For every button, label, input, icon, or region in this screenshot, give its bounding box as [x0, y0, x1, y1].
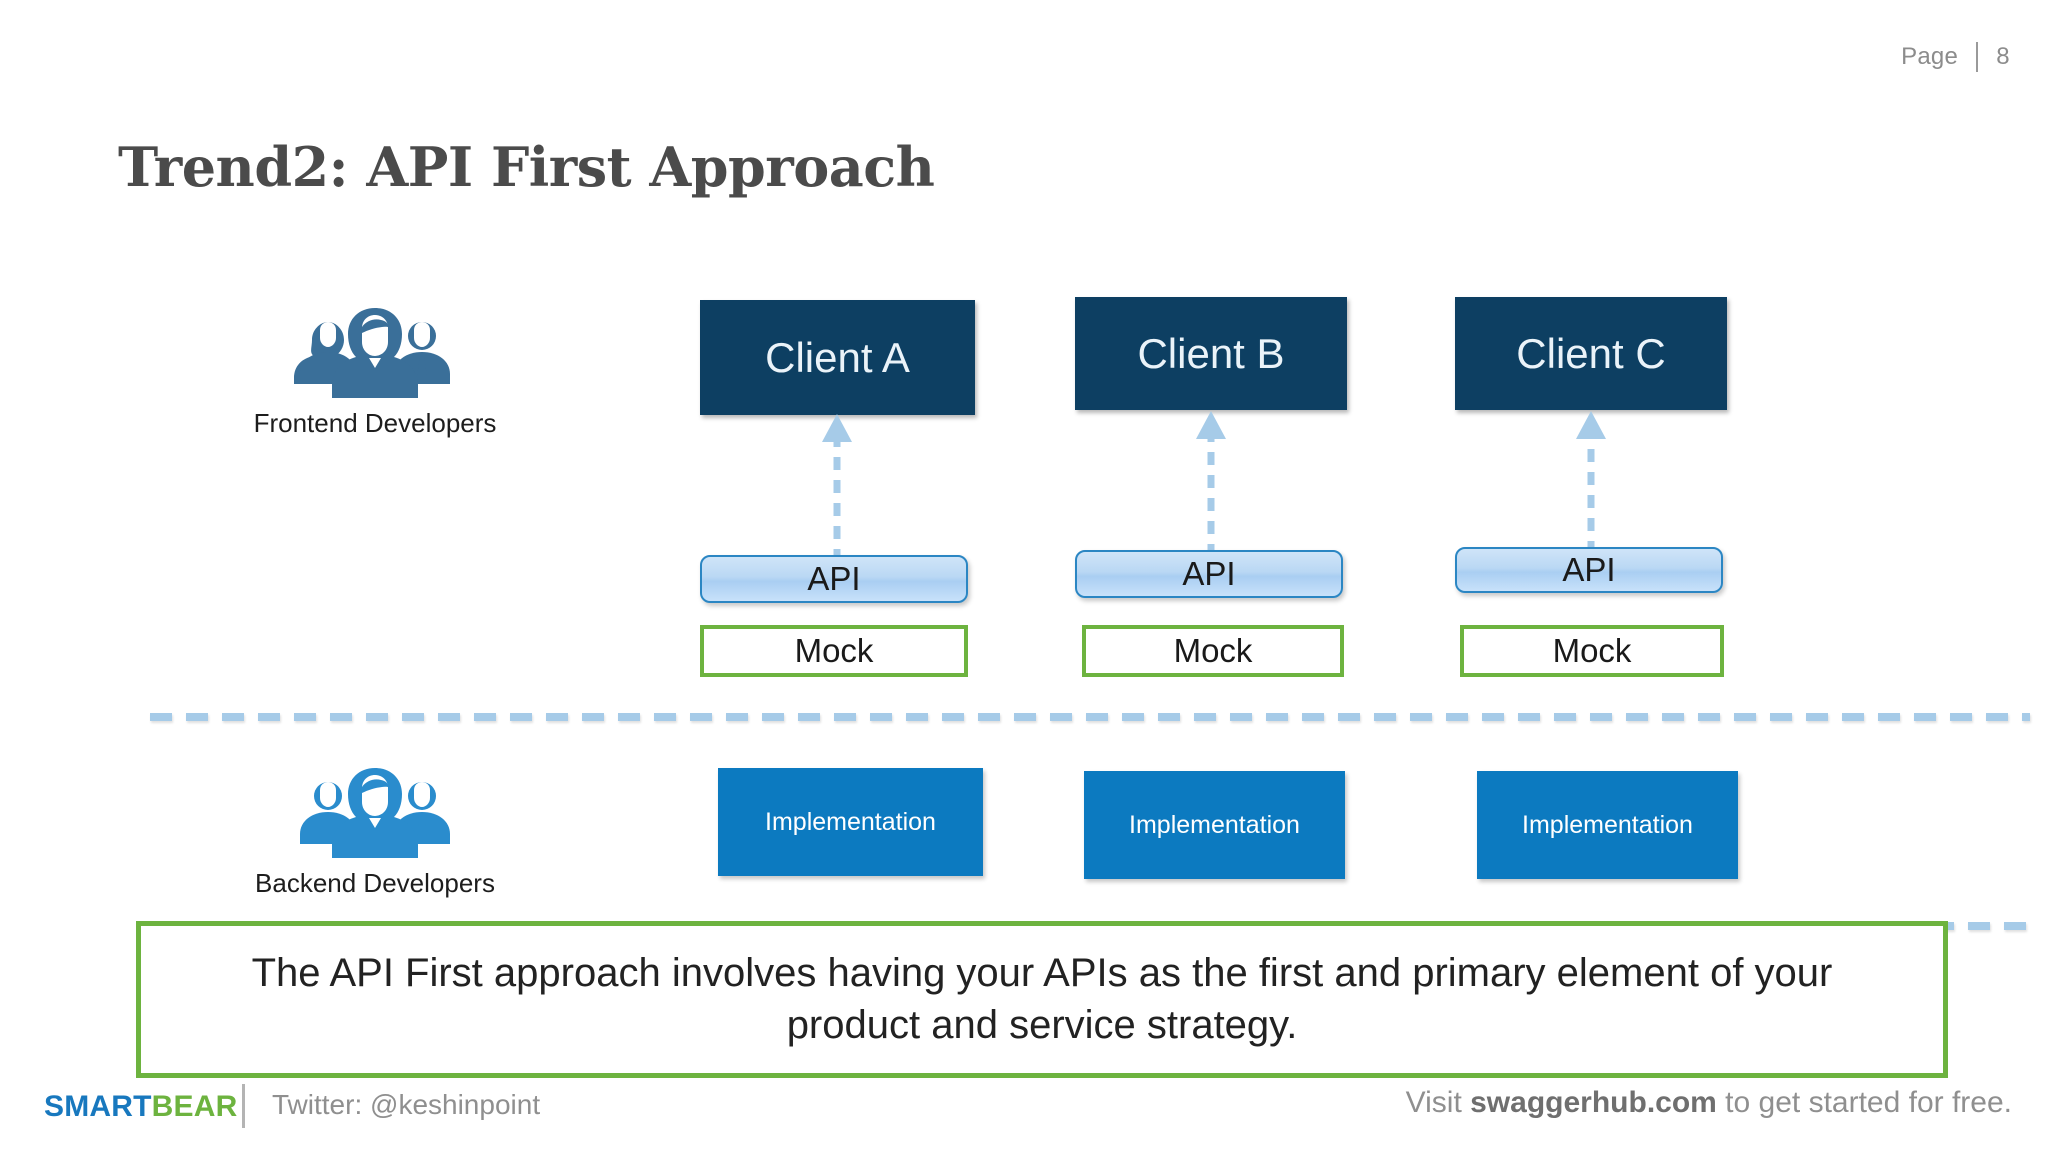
brand-smart: SMART — [44, 1090, 152, 1123]
visit-suffix: to get started for free. — [1716, 1086, 2012, 1119]
implementation-box-b[interactable]: Implementation — [1084, 771, 1345, 879]
dashed-separator-line — [150, 713, 2030, 721]
visit-url[interactable]: swaggerhub.com — [1470, 1086, 1717, 1119]
visit-prefix: Visit — [1405, 1086, 1471, 1119]
mock-box-b[interactable]: Mock — [1082, 625, 1344, 677]
footer: SMARTBEAR Twitter: @keshinpoint Visit sw… — [0, 1078, 2048, 1152]
people-group-icon — [300, 768, 450, 858]
page-title: Trend2: API First Approach — [118, 135, 935, 199]
page-indicator: Page 8 — [1901, 42, 2010, 72]
callout-text: The API First approach involves having y… — [251, 951, 1833, 1047]
persona-frontend-developers: Frontend Developers — [225, 300, 525, 439]
smartbear-logo: SMARTBEAR — [44, 1090, 237, 1124]
client-box-b[interactable]: Client B — [1075, 297, 1347, 410]
arrow-api-to-client-a — [822, 414, 852, 562]
api-box-a[interactable]: API — [700, 555, 968, 603]
arrow-api-to-client-b — [1196, 411, 1226, 557]
page-label: Page — [1901, 43, 1958, 70]
client-box-c[interactable]: Client C — [1455, 297, 1727, 410]
brand-bear: BEAR — [151, 1090, 238, 1123]
persona-backend-label: Backend Developers — [255, 868, 495, 898]
implementation-box-a[interactable]: Implementation — [718, 768, 983, 876]
visit-cta: Visit swaggerhub.com to get started for … — [1406, 1086, 2012, 1120]
callout-box: The API First approach involves having y… — [136, 921, 1948, 1078]
arrow-api-to-client-c — [1576, 411, 1606, 554]
api-box-b[interactable]: API — [1075, 550, 1343, 598]
twitter-handle: Twitter: @keshinpoint — [272, 1089, 541, 1120]
persona-frontend-label: Frontend Developers — [253, 408, 497, 438]
mock-box-c[interactable]: Mock — [1460, 625, 1724, 677]
people-group-icon — [294, 308, 450, 398]
api-box-c[interactable]: API — [1455, 547, 1723, 593]
persona-backend-developers: Backend Developers — [225, 760, 525, 899]
implementation-box-c[interactable]: Implementation — [1477, 771, 1738, 879]
client-box-a[interactable]: Client A — [700, 300, 975, 415]
footer-divider — [242, 1084, 245, 1128]
mock-box-a[interactable]: Mock — [700, 625, 968, 677]
page-divider — [1976, 42, 1978, 72]
page-number: 8 — [1996, 43, 2010, 70]
